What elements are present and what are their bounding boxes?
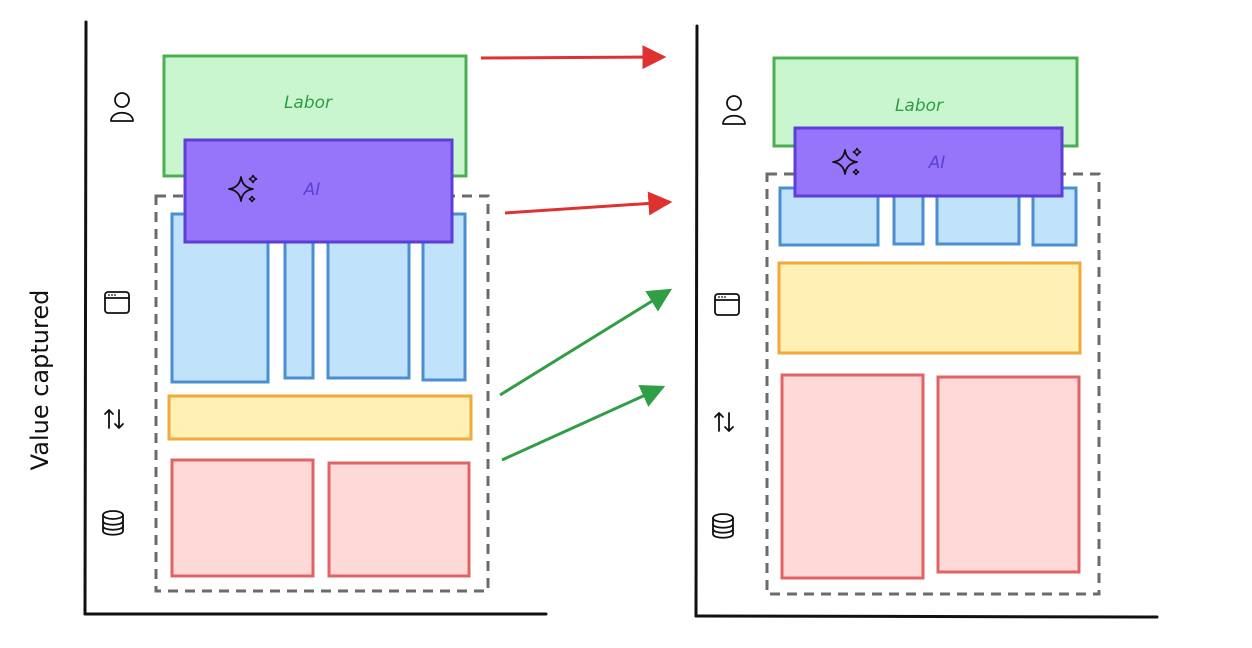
database-icon xyxy=(712,513,734,539)
sparkles-icon xyxy=(228,174,258,203)
browser-window-icon xyxy=(714,293,740,316)
data-block-left-2 xyxy=(327,461,471,578)
transfer-layer-left xyxy=(167,394,473,441)
data-block-right-1 xyxy=(780,373,925,580)
infrastructure-container-left xyxy=(154,194,490,593)
data-block-right-2 xyxy=(936,375,1081,574)
up-down-arrows-icon xyxy=(714,412,734,432)
left-axes xyxy=(83,20,548,616)
ai-label-left: AI xyxy=(303,180,321,200)
database-icon xyxy=(102,510,124,536)
browser-window-icon xyxy=(104,291,130,314)
app-block-left-3 xyxy=(326,238,411,380)
sparkles-icon xyxy=(832,147,862,176)
person-icon xyxy=(110,92,134,122)
arrow-labor xyxy=(480,45,667,70)
transfer-layer-right xyxy=(777,261,1082,355)
ai-box-right xyxy=(793,126,1064,198)
arrow-transfer xyxy=(499,288,673,397)
person-icon xyxy=(722,95,746,125)
up-down-arrows-icon xyxy=(104,409,124,429)
y-axis-label: Value captured xyxy=(26,290,54,471)
ai-label-right: AI xyxy=(928,153,946,173)
arrow-data xyxy=(501,384,666,462)
data-block-left-1 xyxy=(170,458,315,578)
app-block-left-2 xyxy=(283,238,315,380)
ai-box-left xyxy=(183,138,454,244)
labor-label-left: Labor xyxy=(284,93,333,113)
infrastructure-container-right xyxy=(765,172,1101,596)
right-axes xyxy=(694,24,1159,619)
app-block-right-2 xyxy=(892,193,925,246)
app-block-right-3 xyxy=(935,193,1021,246)
labor-label-right: Labor xyxy=(895,96,944,116)
arrow-ai xyxy=(504,191,673,216)
